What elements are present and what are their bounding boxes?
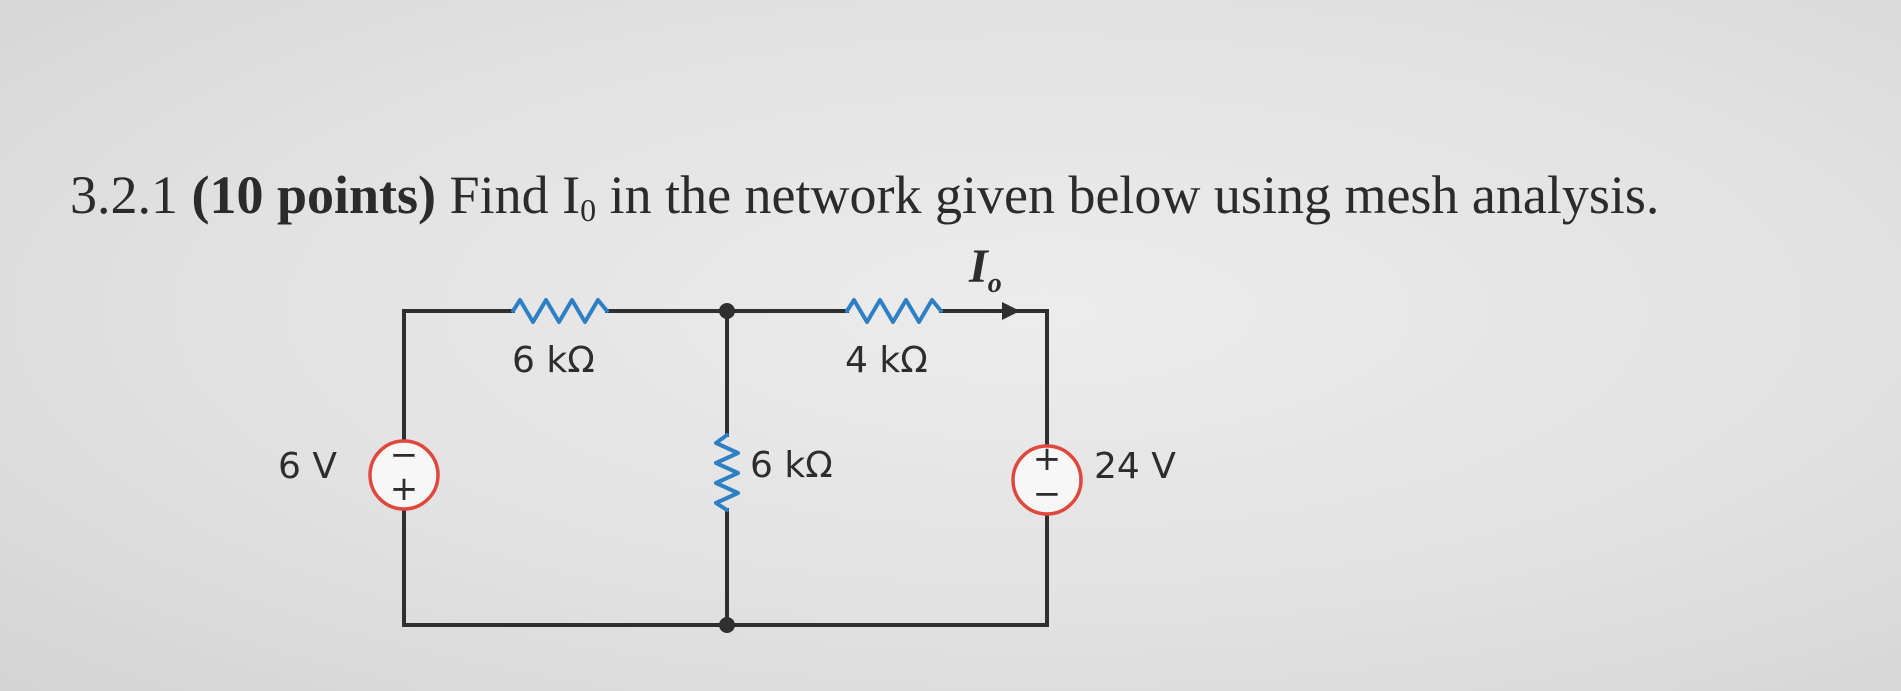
voltage-source-left-top-sign: − bbox=[390, 435, 419, 475]
voltage-source-left: − + 6 V bbox=[278, 435, 440, 511]
current-label-main: I bbox=[968, 240, 990, 293]
voltage-source-left-label: 6 V bbox=[278, 446, 337, 487]
resistor-top-left-label: 6 kΩ bbox=[512, 340, 595, 381]
voltage-source-right-bottom-sign: − bbox=[1033, 474, 1062, 514]
question-text: 3.2.1 (10 points) Find I0 in the network… bbox=[70, 165, 1659, 228]
resistor-top-left-symbol bbox=[511, 298, 609, 324]
question-text-end: in the network given below using mesh an… bbox=[596, 165, 1659, 225]
question-points: (10 points) bbox=[192, 165, 437, 225]
resistor-middle: 6 kΩ bbox=[714, 433, 833, 512]
question-text-start: Find I bbox=[450, 165, 581, 225]
circuit-diagram: 6 kΩ 4 kΩ Io 6 kΩ − + 6 V + − 24 V bbox=[278, 240, 1176, 633]
resistor-top-right-label: 4 kΩ bbox=[845, 340, 928, 381]
voltage-source-left-circle bbox=[368, 439, 440, 511]
voltage-source-left-bottom-sign: + bbox=[390, 469, 419, 509]
resistor-top-right: 4 kΩ bbox=[845, 298, 943, 381]
resistor-middle-label: 6 kΩ bbox=[750, 445, 833, 486]
junction-node-bottom bbox=[719, 617, 735, 633]
current-label: Io bbox=[968, 240, 1002, 299]
voltage-source-right-top-sign: + bbox=[1033, 439, 1062, 479]
current-arrow-icon bbox=[1002, 302, 1020, 320]
resistor-top-left: 6 kΩ bbox=[511, 298, 609, 381]
variable-subscript: 0 bbox=[580, 192, 596, 228]
wires bbox=[402, 309, 1049, 627]
resistor-top-right-symbol bbox=[845, 298, 943, 324]
junction-node-top bbox=[719, 303, 735, 319]
voltage-source-right-label: 24 V bbox=[1094, 446, 1176, 487]
question-number: 3.2.1 bbox=[70, 165, 178, 225]
current-label-subscript: o bbox=[988, 268, 1002, 299]
voltage-source-right-circle bbox=[1011, 444, 1083, 516]
voltage-source-right: + − 24 V bbox=[1011, 439, 1176, 516]
resistor-middle-symbol bbox=[714, 433, 740, 512]
